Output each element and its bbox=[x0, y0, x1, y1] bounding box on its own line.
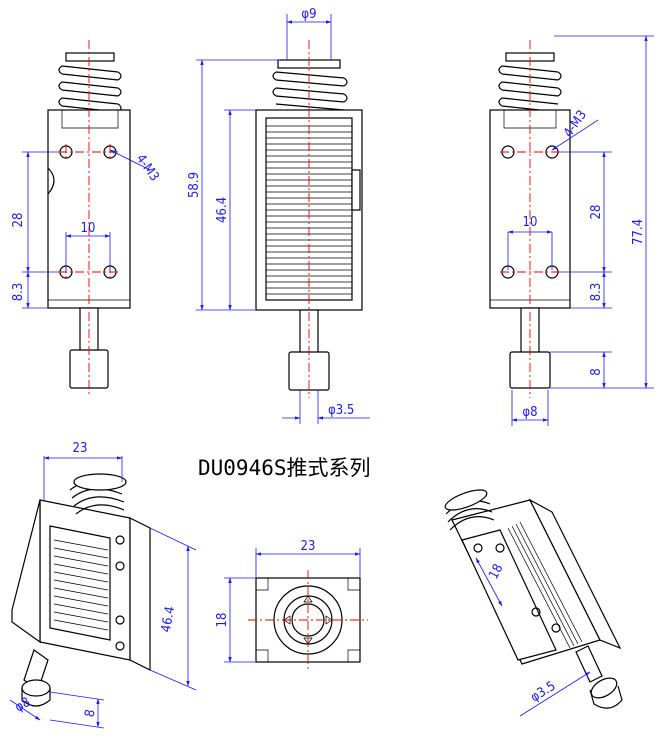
iso-right-plunger bbox=[575, 645, 603, 683]
iso-left-spring bbox=[69, 473, 127, 515]
iso-right-spring bbox=[444, 489, 495, 531]
side-dim-58-9: 58.9 bbox=[187, 172, 202, 198]
end-view-dim-23: 23 bbox=[301, 539, 316, 554]
iso-left-dim-8: 8 bbox=[83, 708, 99, 718]
back-dim-28: 28 bbox=[589, 205, 604, 220]
front-hole-callout: 4-M3 bbox=[133, 152, 162, 185]
iso-left-plunger-head bbox=[21, 679, 51, 697]
side-view: φ9 58.9 46.4 φ3.5 bbox=[187, 7, 370, 424]
front-view: 28 8.3 10 4-M3 bbox=[11, 40, 162, 395]
side-dim-dia9: φ9 bbox=[301, 7, 316, 22]
back-dim-8-3: 8.3 bbox=[589, 283, 604, 302]
iso-left-dim-46-4: 46.4 bbox=[159, 605, 178, 633]
iso-left-view: 23 46.4 φ8 8 bbox=[9, 441, 197, 729]
back-dim-77-4: 77.4 bbox=[631, 219, 646, 245]
front-dim-8-3: 8.3 bbox=[11, 283, 26, 302]
back-view: 4-M3 10 28 8.3 77.4 8 φ8 bbox=[489, 35, 654, 426]
iso-right-dim-18: 18 bbox=[486, 562, 506, 582]
side-dim-dia3-5: φ3.5 bbox=[328, 403, 354, 418]
end-view: 23 18 bbox=[215, 539, 368, 670]
iso-right-view: 18 φ3.5 bbox=[444, 489, 623, 717]
front-dim-28: 28 bbox=[11, 213, 26, 228]
front-dim-10: 10 bbox=[81, 221, 96, 236]
iso-left-dim-dia8: φ8 bbox=[13, 695, 34, 716]
side-dim-46-4: 46.4 bbox=[215, 197, 230, 223]
back-dim-8: 8 bbox=[589, 368, 604, 375]
side-spring bbox=[272, 59, 348, 111]
back-dim-dia8: φ8 bbox=[522, 405, 537, 420]
back-dim-10: 10 bbox=[523, 215, 538, 230]
iso-left-dim-23: 23 bbox=[73, 441, 88, 456]
drawing-title: DU0946S推式系列 bbox=[198, 456, 371, 480]
end-view-dim-18: 18 bbox=[215, 613, 230, 628]
